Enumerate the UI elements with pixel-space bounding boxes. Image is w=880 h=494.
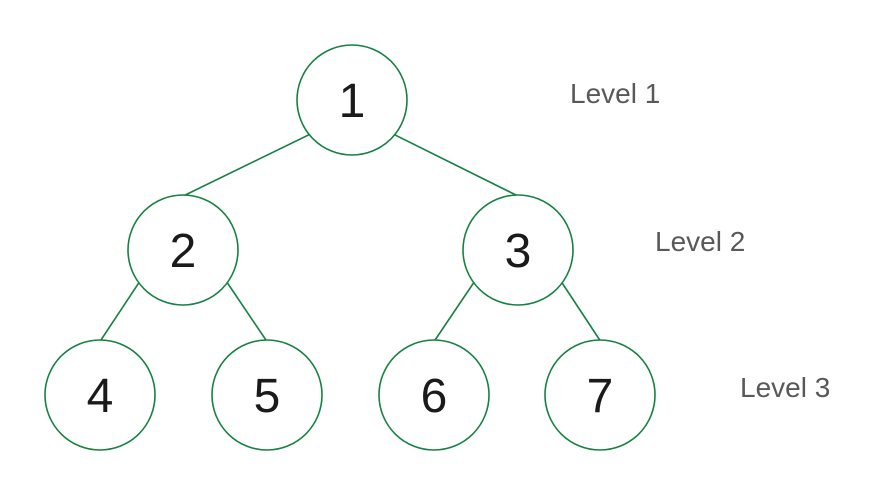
level-3-label: Level 3 (740, 372, 830, 403)
tree-node-2: 2 (127, 194, 239, 306)
node-6-circle (378, 339, 490, 451)
node-5-circle (211, 339, 323, 451)
node-4-value: 4 (87, 370, 114, 423)
node-4-circle (44, 339, 156, 451)
tree-node-1: 1 (296, 44, 408, 156)
edge-1-2 (174, 124, 330, 201)
tree-node-4: 4 (44, 339, 156, 451)
node-3-value: 3 (505, 225, 532, 278)
node-5-value: 5 (254, 370, 281, 423)
level-2-label: Level 2 (655, 226, 745, 257)
node-2-circle (127, 194, 239, 306)
tree-node-6: 6 (378, 339, 490, 451)
node-2-value: 2 (170, 225, 197, 278)
node-7-circle (544, 339, 656, 451)
tree-node-7: 7 (544, 339, 656, 451)
edge-1-3 (374, 124, 527, 201)
node-1-circle (296, 44, 408, 156)
node-3-circle (462, 194, 574, 306)
node-1-value: 1 (339, 75, 366, 128)
tree-node-5: 5 (211, 339, 323, 451)
node-6-value: 6 (421, 370, 448, 423)
level-1-label: Level 1 (570, 78, 660, 109)
node-7-value: 7 (587, 370, 614, 423)
tree-node-3: 3 (462, 194, 574, 306)
